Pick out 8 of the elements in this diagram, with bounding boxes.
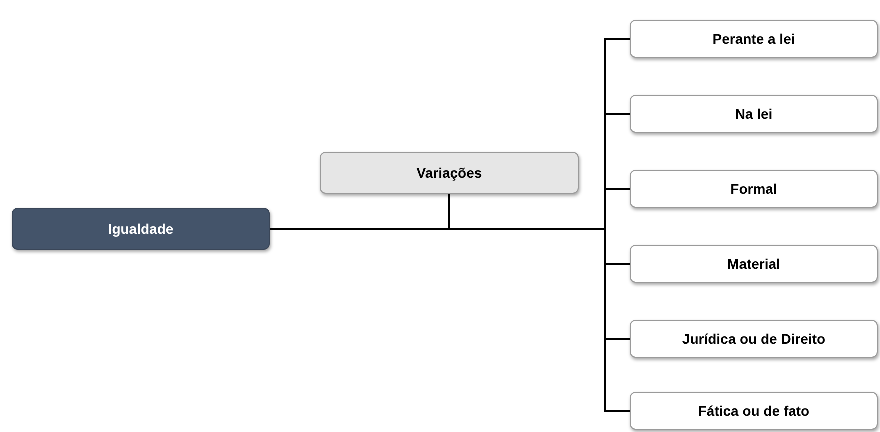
root-box: Igualdade — [12, 208, 270, 250]
topic-box: Jurídica ou de Direito — [630, 320, 878, 358]
topic-box: Na lei — [630, 95, 878, 133]
topic-box: Material — [630, 245, 878, 283]
topic-box: Formal — [630, 170, 878, 208]
topic-box: Perante a lei — [630, 20, 878, 58]
topic-box: Fática ou de fato — [630, 392, 878, 430]
group-box: Variações — [320, 152, 579, 194]
